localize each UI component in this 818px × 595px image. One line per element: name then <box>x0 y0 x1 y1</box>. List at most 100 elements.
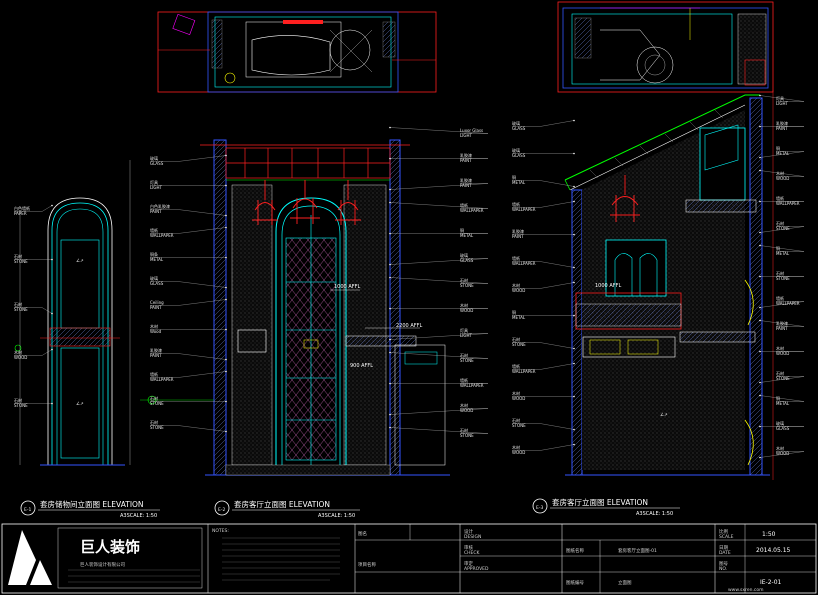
leader-line <box>539 342 575 349</box>
material-label: 墙纸 <box>512 363 520 369</box>
leader-line <box>759 301 805 308</box>
leader-line <box>759 170 805 177</box>
material-label-en: GLASS <box>776 426 790 431</box>
level-mark: 900 AFFL <box>350 363 373 369</box>
leader-line <box>539 180 575 187</box>
leader-line <box>539 363 575 370</box>
material-label: 石材 <box>14 301 22 307</box>
leader-dot <box>389 276 391 279</box>
material-label: 玻璃 <box>512 120 520 126</box>
material-label: 灯具 <box>150 179 158 185</box>
leader-line <box>41 349 53 356</box>
leader-dot <box>225 430 227 433</box>
material-label-en: METAL <box>776 151 790 156</box>
leader-dot <box>573 119 575 122</box>
designer-label: 设计 <box>464 528 473 535</box>
leader-line <box>759 395 805 402</box>
leader-dot <box>51 348 53 351</box>
material-label: 石材 <box>776 220 784 226</box>
material-label: 石材 <box>14 397 22 403</box>
leader-dot <box>759 275 761 278</box>
material-label: 白色墙纸 <box>14 205 30 211</box>
leader-dot <box>759 319 761 322</box>
approve-label: 审定 <box>464 560 473 567</box>
level-mark: 2200 AFFL <box>396 323 422 329</box>
material-label-en: METAL <box>460 233 474 238</box>
leader-dot <box>573 314 575 317</box>
material-label: 灯具 <box>460 327 468 333</box>
leader-dot <box>225 214 227 217</box>
leader-line <box>177 281 227 288</box>
svg-text:∠↗: ∠↗ <box>76 401 84 407</box>
material-label-en: METAL <box>512 180 526 185</box>
material-label-en: STONE <box>14 259 28 264</box>
leader-dot <box>225 226 227 229</box>
material-label: 铜 <box>512 174 516 180</box>
view-title-e2: E-2 套房客厅立面图 ELEVATION A3SCALE: 1:50 <box>214 499 360 519</box>
leader-dot <box>389 382 391 385</box>
leader-line <box>759 151 805 158</box>
date-label: 日期 <box>719 545 728 551</box>
leader-dot <box>225 400 227 403</box>
material-label-en: GLASS <box>150 161 164 166</box>
material-label: 木材 <box>776 170 784 176</box>
material-label-en: WALLPAPER <box>776 201 800 206</box>
chandelier-icon <box>610 175 640 222</box>
leader-dot <box>51 258 53 261</box>
leader-dot <box>573 428 575 431</box>
material-label: 墙纸 <box>460 202 468 208</box>
material-label: 铜 <box>460 227 464 233</box>
leader-line <box>539 282 575 289</box>
scale-label: 比例 <box>719 528 728 535</box>
material-label: 铜条 <box>150 251 158 257</box>
leader-dot <box>573 362 575 365</box>
leader-dot <box>759 156 761 159</box>
material-label-en: GLASS <box>150 281 164 286</box>
material-label: 木材 <box>776 445 784 451</box>
leader-line <box>759 245 805 252</box>
leader-dot <box>389 351 391 354</box>
material-label: 墙纸 <box>776 295 784 301</box>
elevation-e1: ∠↗ ∠↗ <box>14 160 131 466</box>
material-label-en: STONE <box>460 433 474 438</box>
material-label-en: PAINT <box>460 158 472 163</box>
material-label: 玻璃 <box>460 252 468 258</box>
drawing-no-value: IE-2-01 <box>760 579 782 586</box>
leader-dot <box>573 281 575 284</box>
company-subtitle: 巨人装饰设计有限公司 <box>80 561 125 568</box>
leader-dot <box>51 312 53 315</box>
leader-dot <box>225 184 227 187</box>
leader-dot <box>573 233 575 236</box>
leader-dot <box>389 426 391 429</box>
material-label: 玻璃 <box>776 420 784 426</box>
material-label-en: STONE <box>776 276 790 281</box>
scale-label-en: SCALE <box>719 534 734 540</box>
material-label-en: STONE <box>776 376 790 381</box>
leader-dot <box>225 154 227 157</box>
leader-dot <box>759 94 761 97</box>
material-label: 木材 <box>512 444 520 450</box>
leader-dot <box>51 204 53 207</box>
material-label-en: STONE <box>14 307 28 312</box>
view-title: 套房客厅立面图 ELEVATION <box>234 499 330 509</box>
material-label-en: WOOD <box>512 396 525 401</box>
material-label: 乳胶漆 <box>776 120 788 126</box>
material-label: 玻璃 <box>150 155 158 161</box>
check-label: 审核 <box>464 544 473 551</box>
leader-dot <box>389 201 391 204</box>
material-label-en: STONE <box>150 425 164 430</box>
leader-dot <box>225 328 227 331</box>
material-label: 玻璃 <box>512 147 520 153</box>
material-label: 乳胶漆 <box>460 152 472 158</box>
leader-line <box>41 307 53 314</box>
material-label-en: PAINT <box>460 183 472 188</box>
title-block: 巨人装饰 巨人装饰设计有限公司 NOTES: 项目名称 图名 设计 DESIGN… <box>1 523 817 594</box>
scale-value: 1:50 <box>762 531 776 538</box>
leader-dot <box>573 347 575 350</box>
leader-dot <box>389 188 391 191</box>
leader-line <box>177 371 227 378</box>
check-label-en: CHECK <box>464 550 481 556</box>
company-name: 巨人装饰 <box>80 538 140 556</box>
leader-dot <box>759 231 761 234</box>
